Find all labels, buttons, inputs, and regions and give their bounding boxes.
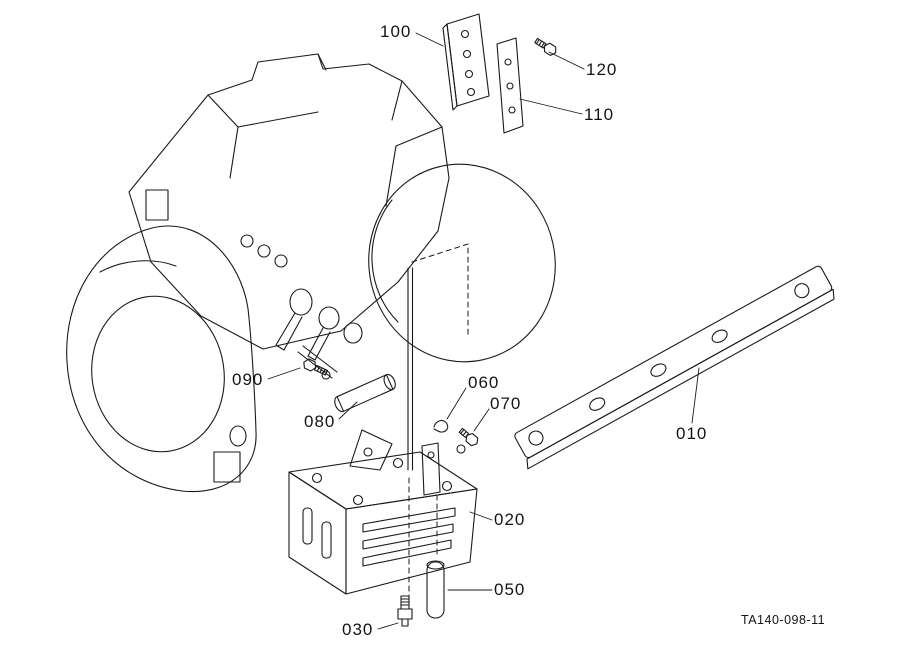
part-label-090: 090 — [232, 370, 264, 389]
part-label-030: 030 — [342, 620, 374, 639]
part-110-plate — [496, 37, 524, 134]
part-100-bracket — [442, 13, 490, 111]
part-090-bolt — [303, 358, 331, 380]
part-060-clip — [433, 419, 449, 433]
part-label-080: 080 — [304, 412, 336, 431]
part-120-bolt — [534, 37, 557, 56]
part-label-060: 060 — [468, 373, 500, 392]
part-label-020: 020 — [494, 510, 526, 529]
part-label-100: 100 — [380, 22, 412, 41]
part-label-050: 050 — [494, 580, 526, 599]
part-label-120: 120 — [586, 60, 618, 79]
part-label-110: 110 — [584, 105, 615, 124]
part-010-drawbar — [514, 265, 835, 470]
part-020-bracket — [288, 429, 478, 595]
construction-lines — [408, 243, 469, 597]
part-070-joint-bolt — [456, 427, 479, 454]
drawing-code: TA140-098-11 — [741, 613, 826, 627]
part-050-pin — [426, 560, 445, 619]
machine-housing-drawing — [66, 53, 556, 493]
leader-lines — [267, 32, 700, 630]
part-030-bolt — [397, 595, 413, 627]
part-080-rod — [334, 373, 396, 413]
part-label-010: 010 — [676, 424, 708, 443]
part-label-070: 070 — [490, 394, 522, 413]
